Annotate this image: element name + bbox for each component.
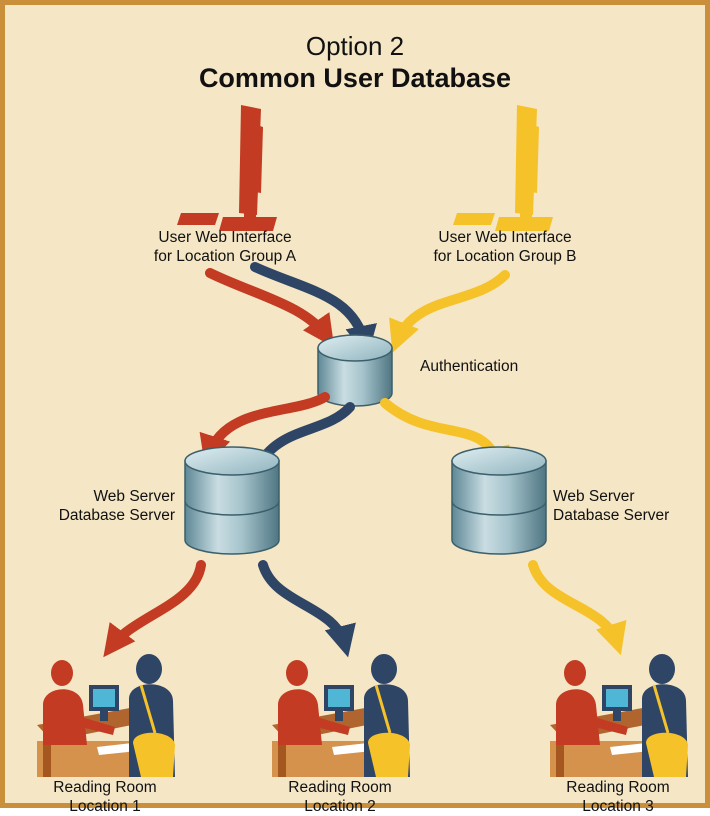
arrow-a-to-auth <box>205 268 335 348</box>
diagram-graphics <box>37 105 688 777</box>
interface-b-label: User Web Interface for Location Group B <box>415 228 595 266</box>
diagram-title: Common User Database <box>198 63 512 93</box>
server-1-label-line1: Web Server <box>93 488 175 505</box>
arrow-auth-red-to-server-1 <box>199 392 330 468</box>
authentication-label: Authentication <box>420 358 519 375</box>
arrow-server-1-to-room-2 <box>258 560 356 658</box>
computer-a-icon <box>177 105 277 231</box>
computer-b-icon <box>453 105 553 231</box>
arrow-a-navy-to-auth <box>250 262 377 358</box>
interface-a-label: User Web Interface for Location Group A <box>135 228 315 266</box>
interface-b-label-line2: for Location Group B <box>433 248 577 265</box>
reading-room-3-label-line2: Location 3 <box>582 798 654 815</box>
reading-room-3-label-line1: Reading Room <box>566 779 670 796</box>
server-1-database-icon <box>184 446 280 555</box>
reading-room-1-label: Reading Room Location 1 <box>35 778 175 816</box>
arrow-b-to-auth <box>389 270 510 353</box>
interface-a-label-line2: for Location Group A <box>153 248 297 265</box>
reading-room-2-label-line2: Location 2 <box>304 798 376 815</box>
server-2-database-icon <box>451 446 547 555</box>
server-2-label-line2: Database Server <box>553 507 670 524</box>
server-2-label-line1: Web Server <box>553 488 635 505</box>
reading-room-1-label-line2: Location 1 <box>69 798 141 815</box>
arrow-server-2-to-room-3 <box>528 560 627 656</box>
reading-room-2-label-line1: Reading Room <box>288 779 392 796</box>
interface-b-label-line1: User Web Interface <box>438 229 572 246</box>
server-2-label: Web Server Database Server <box>553 487 693 525</box>
reading-room-1-icon <box>37 654 175 777</box>
diagram-option-label: Option 2 <box>305 31 405 61</box>
server-1-label-line2: Database Server <box>58 507 175 524</box>
reading-room-1-label-line1: Reading Room <box>53 779 157 796</box>
reading-room-3-label: Reading Room Location 3 <box>548 778 688 816</box>
arrow-server-1-to-room-1 <box>103 560 206 658</box>
interface-a-label-line1: User Web Interface <box>158 229 292 246</box>
reading-room-2-icon <box>272 654 410 777</box>
reading-room-2-label: Reading Room Location 2 <box>270 778 410 816</box>
reading-room-3-icon <box>550 654 688 777</box>
server-1-label: Web Server Database Server <box>45 487 175 525</box>
